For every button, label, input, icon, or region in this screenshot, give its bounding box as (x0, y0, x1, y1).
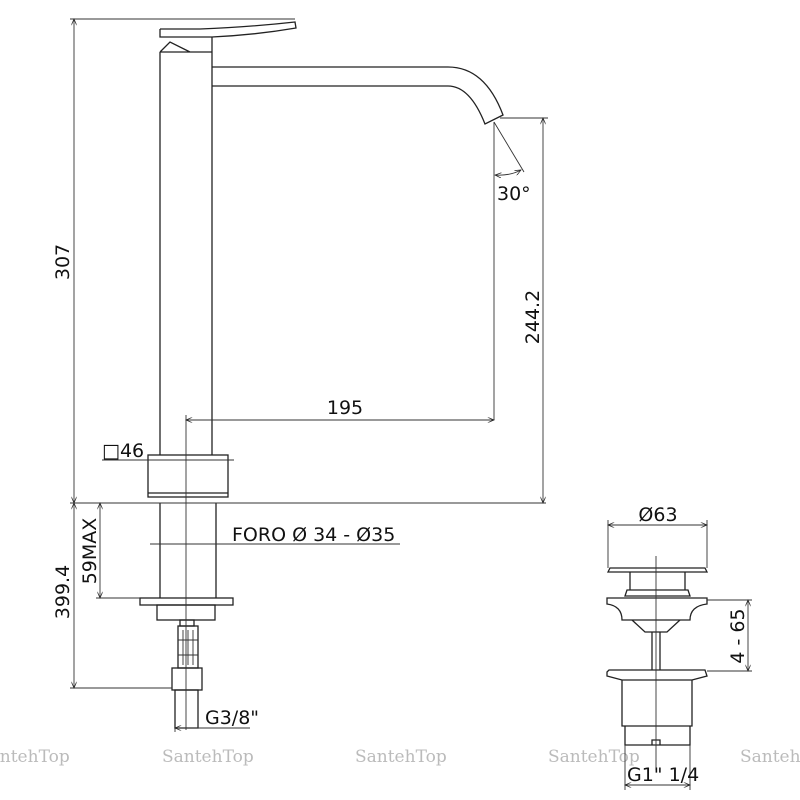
faucet-outline (139, 21, 504, 729)
dim-spout-height: 244.2 (522, 290, 544, 344)
watermark: SantehTop (740, 747, 800, 767)
dim-total-height: 307 (52, 244, 74, 280)
watermark: SantehTop (162, 747, 254, 767)
dim-connection: G3/8" (205, 707, 259, 729)
dim-hole: FORO Ø 34 - Ø35 (232, 524, 395, 546)
drain-outline (606, 520, 709, 746)
watermarks: SantehTop SantehTop SantehTop SantehTop … (0, 747, 800, 767)
dim-body-square: □46 (102, 440, 144, 462)
dim-below-deck: 399.4 (52, 565, 74, 619)
dim-cap-diameter: Ø63 (638, 504, 677, 526)
watermark: SantehTop (355, 747, 447, 767)
dim-deck-max: 59MAX (79, 518, 101, 585)
watermark: SantehTop (548, 747, 640, 767)
dim-spout-reach: 195 (327, 397, 363, 419)
watermark: SantehTop (0, 747, 70, 767)
dim-drain-thread: G1" 1/4 (627, 764, 699, 786)
dim-spout-angle: 30° (497, 183, 531, 205)
dim-drain-stroke: 4 - 65 (727, 608, 749, 663)
